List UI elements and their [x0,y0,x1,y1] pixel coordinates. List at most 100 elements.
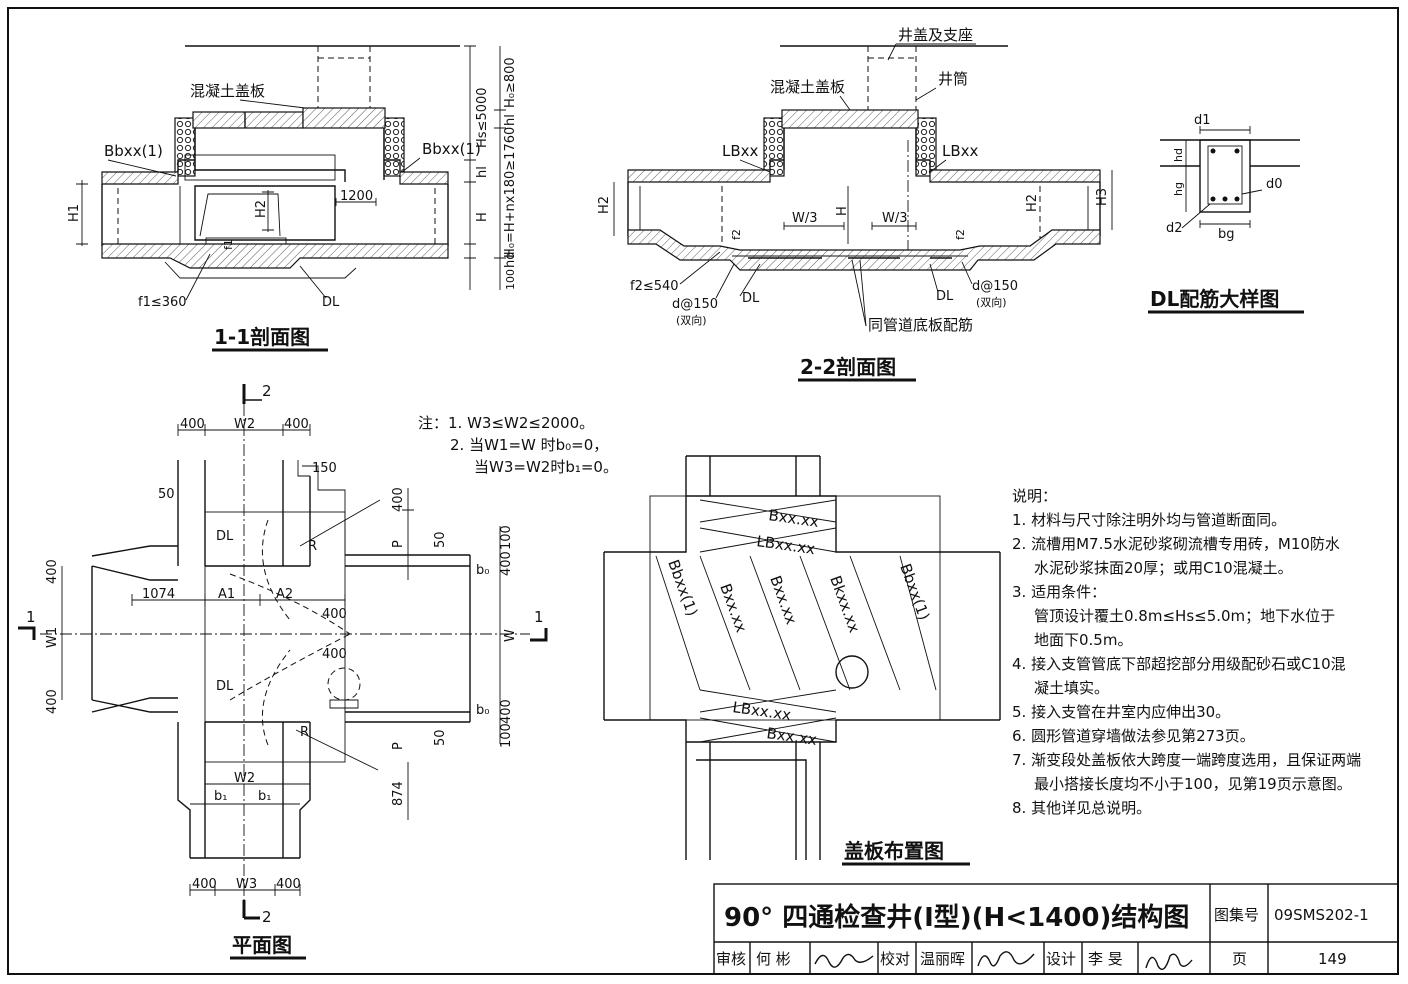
label-H2-right: H2 [1025,194,1040,212]
label-bg: bg [1218,227,1235,242]
label-d2: d2 [1166,221,1183,236]
designer-name: 李 旻 [1088,950,1123,968]
dim-400-c: 400 [391,487,406,512]
page-label: 页 [1232,950,1247,968]
label-H0: H₀≥800 [503,57,518,108]
sheet-border [7,7,1399,975]
note-item: 6. 圆形管道穿墙做法参见第273页。 [1012,727,1255,745]
checker-signature [977,951,1035,967]
atlas-label: 图集号 [1214,906,1259,924]
notes-heading: 说明： [1012,487,1058,505]
label-w3-right: W/3 [882,211,908,226]
label-lbxx-top: LBxx.xx [755,532,816,558]
label-H2-11: H2 [254,200,269,218]
label-hg: hg [1172,182,1185,196]
section-mark-2-bottom: 2 [262,908,272,926]
label-hl2: hl [503,114,518,126]
label-P-bottom: P [391,742,406,750]
label-A1: A1 [218,587,235,602]
plan-note-1: 注：1. W3≤W2≤2000。 [418,414,594,432]
label-bxx-top: Bxx.xx [767,506,820,531]
dim-1200: 1200 [340,189,373,204]
title-plan: 平面图 [232,933,292,957]
label-b1-left: b₁ [214,789,227,804]
title-section-2-2: 2-2剖面图 [800,355,896,379]
check-label: 校对 [880,950,910,968]
label-dl-22-left: DL [742,291,760,306]
reviewer-name: 何 彬 [756,950,791,968]
label-P-top: P [391,540,406,548]
label-hd: hd [503,252,518,269]
note-item: 7. 渐变段处盖板依大跨度一端跨度选用，且保证两端 [1012,751,1362,769]
page-number: 149 [1318,950,1347,968]
title-cover-layout: 盖板布置图 [844,839,944,863]
dim-400-e: 400 [322,607,347,622]
label-W1: W1 [45,627,60,648]
label-f2-left: f2 [730,229,743,240]
dim-400-j: 400 [192,877,217,892]
label-both-right: (双向) [976,295,1007,309]
note-item: 最小搭接长度均不小于100，见第19页示意图。 [1034,775,1352,793]
dim-W3: W3 [236,877,257,892]
label-hd-detail: hd [1172,148,1185,162]
label-bxx-2: Bxx.xx [766,573,800,627]
label-d1: d1 [1194,113,1211,128]
label-R-bottom: R [300,725,309,740]
label-cover-seat: 井盖及支座 [898,26,973,44]
label-rebar-note: 同管道底板配筋 [868,316,973,334]
dim-400-h: 400 [322,647,347,662]
label-f1: f1 [222,239,235,250]
label-H2-left: H2 [597,196,612,214]
label-dl-plan-bottom: DL [216,679,234,694]
label-dl-22-right: DL [936,289,954,304]
title-dl-detail: DL配筋大样图 [1150,287,1279,311]
label-bbxx-right-cover: Bbxx(1) [896,561,933,622]
title-section-1-1: 1-1剖面图 [214,325,310,349]
dim-400-i: 400 [499,699,514,724]
label-b0-top: b₀ [476,563,489,578]
note-item: 地面下0.5m。 [1034,631,1133,649]
label-bbxx-right: Bbxx(1) [422,140,481,158]
dim-50-c: 50 [433,729,448,746]
section-1-1: H1 H2 1200 混凝土盖板 Bbxx(1) Bbxx(1) f1≤360 … [67,45,518,352]
label-b1-right: b₁ [258,789,271,804]
label-bkxx: Bkxx.xx [826,573,863,635]
label-H0-formula: H₀=H+nx180≥1760 [503,127,518,258]
note-item: 5. 接入支管在井室内应伸出30。 [1012,703,1231,721]
dim-400-g: 400 [45,689,60,714]
title-block: 90° 四通检查井(I型)(H<1400)结构图 图集号 09SMS202-1 … [713,883,1399,975]
dim-W2-top: W2 [234,417,255,432]
label-H-11: H [475,212,490,222]
note-item: 8. 其他详见总说明。 [1012,799,1152,817]
section-mark-1-left: 1 [26,608,36,626]
atlas-number: 09SMS202-1 [1274,906,1369,924]
cover-layout: Bxx.xx LBxx.xx Bbxx(1) Bxx.xx Bxx.xx Bkx… [603,455,1001,866]
label-f2-limit: f2≤540 [630,279,679,294]
reviewer-signature [814,953,874,968]
label-H1: H1 [67,204,82,222]
label-R-top: R [308,539,317,554]
label-both-left: (双向) [676,313,707,327]
label-b0-bottom: b₀ [476,703,489,718]
label-bbxx-left: Bbxx(1) [104,142,163,160]
review-label: 审核 [716,950,746,968]
dl-detail: d1 hd hg d0 d2 bg DL配筋大样图 [1148,113,1304,314]
note-item: 4. 接入支管管底下部超挖部分用级配砂石或C10混 [1012,655,1346,673]
design-label: 设计 [1046,950,1076,968]
dim-100-a: 100 [499,525,514,550]
section-2-2: W/3 W/3 H H2 H2 H3 f2 f2 井盖及支座 井筒 混凝土盖板 … [597,26,1113,382]
note-item: 3. 适用条件： [1012,583,1107,601]
label-A2: A2 [276,587,293,602]
label-d150-right: d@150 [972,279,1018,294]
label-concrete-cover-22: 混凝土盖板 [770,78,845,96]
dim-100: 100 [504,269,517,290]
label-H-22: H [835,206,850,216]
dim-400-a: 400 [180,417,205,432]
section-mark-2-top: 2 [262,382,272,400]
checker-name: 温丽晖 [920,950,965,968]
dim-400-d: 400 [499,551,514,576]
note-item: 2. 流槽用M7.5水泥砂浆砌流槽专用砖，M10防水 [1012,535,1340,553]
label-concrete-cover-11: 混凝土盖板 [190,82,265,100]
label-d150-left: d@150 [672,297,718,312]
